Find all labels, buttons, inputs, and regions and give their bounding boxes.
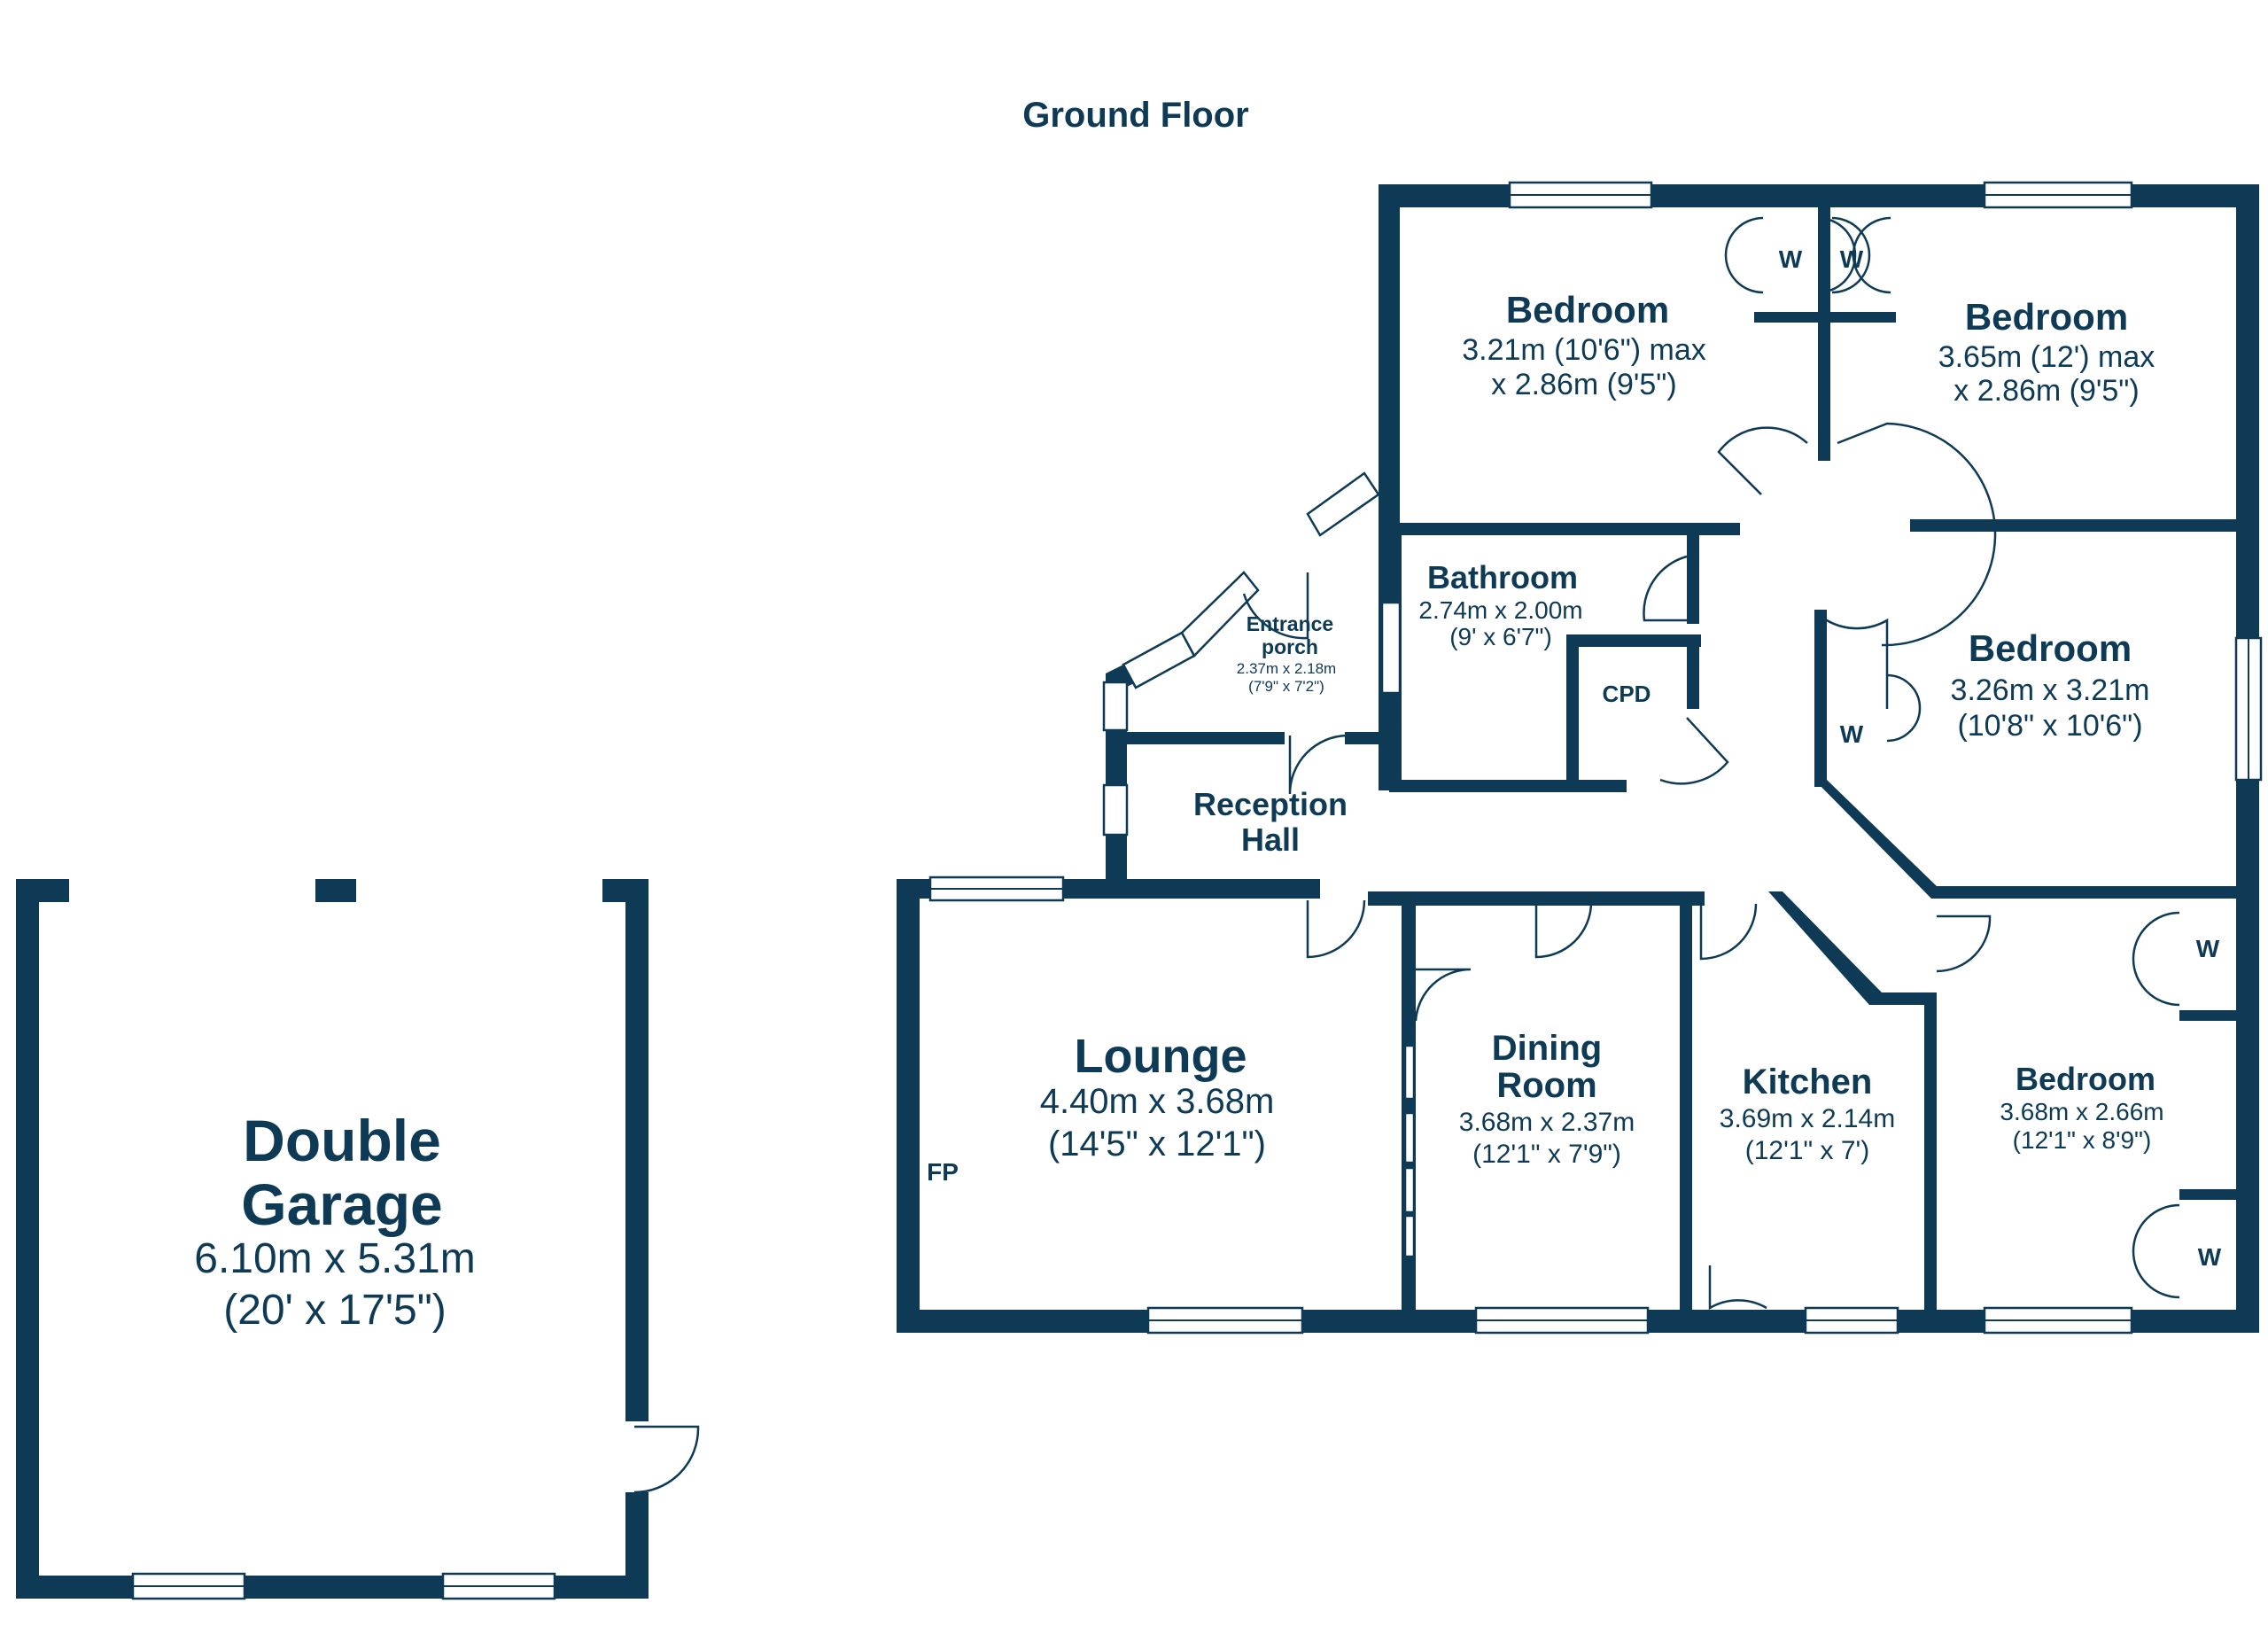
room-bedroom-1: Bedroom 3.21m (10'6") max x 2.86m (9'5") [1462,289,1706,401]
svg-text:Bedroom: Bedroom [1969,627,2132,669]
svg-text:(10'8" x 10'6"): (10'8" x 10'6") [1957,709,2142,743]
svg-text:3.65m (12') max: 3.65m (12') max [1938,340,2155,374]
room-kitchen: Kitchen 3.69m x 2.14m (12'1" x 7') [1720,1062,1895,1165]
svg-text:(20' x 17'5"): (20' x 17'5") [223,1287,446,1334]
svg-text:Hall: Hall [1241,821,1300,858]
svg-text:3.21m (10'6") max: 3.21m (10'6") max [1462,333,1706,367]
wardrobe-marker: W [1840,720,1864,748]
svg-text:Bedroom: Bedroom [1965,296,2128,338]
svg-text:Bedroom: Bedroom [1506,289,1669,331]
svg-text:Reception: Reception [1193,786,1348,822]
svg-text:Garage: Garage [241,1171,442,1237]
wardrobe-marker: W [2198,1243,2222,1271]
svg-text:3.68m x 2.66m: 3.68m x 2.66m [2000,1098,2163,1125]
svg-text:(12'1" x 7'): (12'1" x 7') [1745,1136,1870,1165]
room-entrance-porch: Entrance porch 2.37m x 2.18m (7'9" x 7'2… [1237,612,1336,695]
markers: W W W W W CPD FP [927,245,2222,1271]
svg-text:(12'1" x 8'9"): (12'1" x 8'9") [2013,1126,2152,1154]
svg-text:x 2.86m (9'5"): x 2.86m (9'5") [1491,368,1676,401]
wardrobe-marker: W [1840,245,1864,273]
svg-text:(7'9" x 7'2"): (7'9" x 7'2") [1248,678,1324,695]
room-lounge: Lounge 4.40m x 3.68m (14'5" x 12'1") [1040,1030,1275,1164]
svg-text:Double: Double [243,1108,441,1173]
svg-text:(9' x 6'7"): (9' x 6'7") [1449,623,1552,650]
svg-text:Kitchen: Kitchen [1743,1062,1873,1101]
windows [131,181,2263,1600]
room-reception-hall: Reception Hall [1193,786,1348,858]
svg-text:3.26m x 3.21m: 3.26m x 3.21m [1951,673,2150,707]
svg-text:Entrance: Entrance [1247,612,1333,635]
fireplace-marker: FP [927,1158,959,1186]
room-bedroom-4: Bedroom 3.68m x 2.66m (12'1" x 8'9") [2000,1061,2163,1154]
svg-text:Bedroom: Bedroom [2016,1061,2155,1097]
room-dining: Dining Room 3.68m x 2.37m (12'1" x 7'9") [1459,1029,1635,1169]
doors [633,216,2180,1494]
svg-text:3.68m x 2.37m: 3.68m x 2.37m [1459,1108,1635,1137]
svg-text:6.10m x 5.31m: 6.10m x 5.31m [194,1235,475,1282]
svg-text:x 2.86m (9'5"): x 2.86m (9'5") [1953,374,2139,408]
svg-text:Room: Room [1496,1066,1596,1105]
wardrobe-marker: W [2196,935,2220,962]
svg-text:2.74m x 2.00m: 2.74m x 2.00m [1418,596,1582,624]
svg-text:3.69m x 2.14m: 3.69m x 2.14m [1720,1104,1895,1133]
svg-text:Dining: Dining [1492,1029,1602,1068]
svg-text:2.37m x 2.18m: 2.37m x 2.18m [1237,660,1336,677]
svg-text:Bathroom: Bathroom [1427,559,1578,595]
room-bedroom-3: Bedroom 3.26m x 3.21m (10'8" x 10'6") [1951,627,2150,743]
room-bedroom-2: Bedroom 3.65m (12') max x 2.86m (9'5") [1938,296,2155,408]
svg-text:Lounge: Lounge [1075,1030,1247,1083]
svg-text:(14'5" x 12'1"): (14'5" x 12'1") [1048,1125,1266,1164]
svg-text:(12'1" x 7'9"): (12'1" x 7'9") [1472,1140,1621,1169]
svg-text:4.40m x 3.68m: 4.40m x 3.68m [1040,1082,1275,1121]
wardrobe-marker: W [1779,245,1803,273]
cupboard-marker: CPD [1603,681,1651,707]
svg-text:porch: porch [1262,635,1318,658]
walls [16,184,2259,1599]
room-bathroom: Bathroom 2.74m x 2.00m (9' x 6'7") [1418,559,1582,650]
room-double-garage: Double Garage 6.10m x 5.31m (20' x 17'5"… [194,1108,475,1334]
floor-title: Ground Floor [1022,96,1249,135]
